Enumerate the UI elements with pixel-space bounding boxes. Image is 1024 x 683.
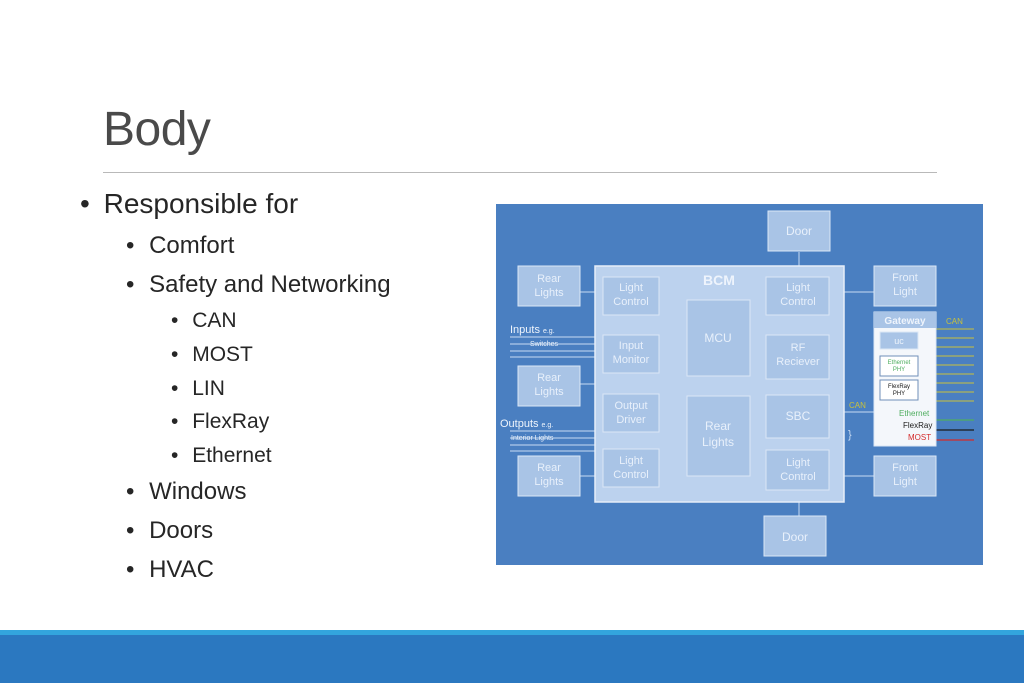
can-label: CAN	[849, 401, 866, 410]
gateway-title: Gateway	[884, 316, 926, 327]
inputs-sublabel: Switches	[530, 341, 559, 348]
bus-label-most: MOST	[908, 433, 931, 442]
bullet-text: FlexRay	[192, 410, 270, 433]
gateway-uc-label: uc	[894, 336, 904, 346]
light-control-block	[765, 276, 830, 316]
bullet-text: Safety and Networking	[149, 271, 391, 298]
bullet-item: • Windows	[126, 478, 246, 506]
input-monitor-block	[602, 334, 660, 374]
bullet-text: MOST	[192, 343, 253, 366]
outputs-sublabel: Interior Lights	[511, 435, 554, 442]
bullet-marker: •	[126, 556, 135, 583]
sbc-block	[765, 394, 830, 439]
rf-receiver-block	[765, 334, 830, 380]
light-control-block	[765, 449, 830, 491]
rear-lights-block	[517, 455, 581, 497]
rear-lights-block	[517, 265, 581, 307]
bullet-item: • Doors	[126, 517, 213, 545]
light-control-block	[602, 276, 660, 316]
gateway-uc-block	[879, 331, 919, 350]
sbc-label: SBC	[786, 409, 811, 423]
slide-title: Body	[103, 103, 211, 156]
bullet-text: CAN	[192, 309, 237, 332]
bullet-text: Comfort	[149, 232, 235, 259]
door-top-label: Door	[786, 224, 812, 238]
bullet-marker: •	[126, 271, 135, 298]
light-control-block	[602, 448, 660, 488]
flexray-phy-block	[879, 379, 919, 401]
connector-lines	[510, 252, 874, 516]
bullet-text: Responsible for	[103, 188, 299, 219]
bullet-item: • CAN	[171, 309, 237, 333]
can-bus-lines	[936, 328, 974, 402]
bullet-marker: •	[126, 232, 135, 259]
footer-bar	[0, 635, 1024, 683]
bullet-marker: •	[171, 377, 179, 400]
bullet-text: LIN	[192, 377, 225, 400]
bullet-text: Windows	[149, 478, 247, 505]
mcu-label: MCU	[704, 331, 731, 345]
rear-lights-block	[517, 365, 581, 407]
bcm-label: BCM	[703, 272, 735, 288]
bullet-item: • MOST	[171, 343, 253, 367]
bullet-item: • LIN	[171, 377, 225, 401]
output-driver-block	[602, 393, 660, 433]
bullet-item: • HVAC	[126, 556, 214, 584]
door-top-block	[767, 210, 831, 252]
front-light-block	[873, 455, 937, 497]
bullet-marker: •	[80, 188, 90, 219]
gateway-can-label: CAN	[946, 317, 963, 326]
bullet-item: • Safety and Networking	[126, 271, 391, 299]
bullet-marker: •	[171, 410, 179, 433]
bullet-text: Ethernet	[192, 444, 272, 467]
bullet-text: HVAC	[149, 556, 214, 583]
ethernet-phy-block	[879, 355, 919, 377]
rear-lights-center-block	[686, 395, 751, 477]
footer-accent-strip	[0, 630, 1024, 635]
bullet-marker: •	[126, 517, 135, 544]
bus-label-ethernet: Ethernet	[899, 409, 930, 418]
front-light-block	[873, 265, 937, 307]
bus-label-flexray: FlexRay	[903, 421, 932, 430]
gateway-header	[874, 312, 936, 328]
bullet-item: • FlexRay	[171, 410, 269, 434]
mcu-block	[686, 299, 751, 377]
bullet-marker: •	[171, 444, 179, 467]
bullet-item: • Comfort	[126, 232, 234, 260]
bullet-marker: •	[171, 343, 179, 366]
bullet-item: • Responsible for	[80, 188, 298, 220]
connector-glyph: }	[848, 429, 852, 441]
bullet-marker: •	[126, 478, 135, 505]
bullet-text: Doors	[149, 517, 214, 544]
title-divider	[103, 172, 937, 173]
door-bottom-block	[763, 515, 827, 557]
door-bottom-label: Door	[782, 530, 808, 544]
bullet-marker: •	[171, 309, 179, 332]
bullet-item: • Ethernet	[171, 444, 272, 468]
